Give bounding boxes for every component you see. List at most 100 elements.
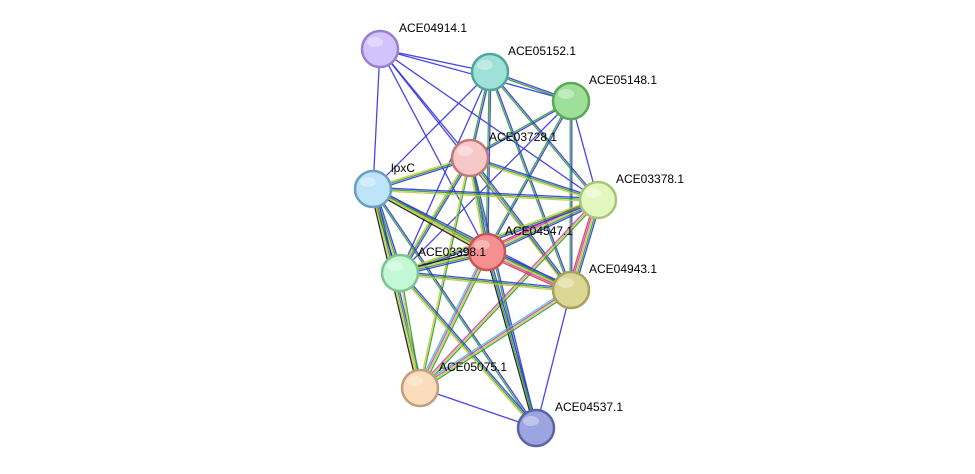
- node-highlight: [407, 376, 423, 386]
- node-circle[interactable]: [551, 270, 591, 310]
- edge-ace03728-1-ace03378-1: [469, 155, 599, 203]
- node-ace05148-1[interactable]: ACE05148.1: [551, 73, 657, 121]
- edge-line: [535, 289, 572, 429]
- edge-ace04914-1-lpxc: [372, 48, 381, 190]
- node-label: ACE05075.1: [439, 360, 507, 374]
- edge-line: [490, 71, 600, 200]
- edge-line: [470, 101, 572, 160]
- edge-ace04914-1-ace03378-1: [379, 48, 599, 201]
- edge-line: [399, 199, 599, 274]
- edge-line: [419, 288, 571, 388]
- edge-ace03378-1-ace05075-1: [418, 198, 600, 390]
- edge-ace04943-1-ace05075-1: [418, 287, 573, 391]
- node-label: ACE03398.1: [418, 245, 486, 259]
- edge-lpxc-ace03378-1: [372, 186, 599, 203]
- edge-line: [487, 101, 573, 253]
- node-circle[interactable]: [551, 81, 591, 121]
- edge-line: [470, 156, 573, 290]
- node-circle[interactable]: [467, 232, 507, 272]
- edge-line: [379, 48, 488, 253]
- edge-line: [487, 200, 599, 255]
- edge-ace03398-1-ace04537-1: [398, 271, 538, 430]
- node-circle[interactable]: [516, 408, 556, 448]
- node-ace03398-1[interactable]: ACE03398.1: [380, 245, 486, 293]
- edge-line: [400, 270, 572, 290]
- edge-line: [372, 71, 491, 190]
- node-circle[interactable]: [360, 29, 400, 69]
- edge-ace05152-1-ace03378-1: [488, 71, 600, 201]
- node-circle[interactable]: [578, 180, 618, 220]
- node-highlight: [523, 416, 539, 426]
- node-circle[interactable]: [353, 169, 393, 209]
- edge-line: [400, 158, 472, 275]
- edge-line: [400, 272, 422, 388]
- edge-ace04943-1-ace04537-1: [535, 289, 572, 429]
- edge-line: [398, 273, 420, 389]
- edge-line: [420, 291, 573, 391]
- edge-ace05075-1-ace04537-1: [419, 387, 537, 429]
- edge-line: [371, 189, 536, 429]
- edge-line: [372, 48, 381, 190]
- edge-line: [420, 290, 572, 390]
- edge-ace03728-1-ace04943-1: [468, 156, 573, 292]
- edge-ace03728-1-ace04537-1: [468, 157, 538, 429]
- edge-ace04547-1-ace05075-1: [417, 250, 490, 390]
- edge-line: [399, 272, 572, 291]
- edge-ace05148-1-ace03728-1: [469, 99, 572, 160]
- edge-line: [488, 202, 600, 256]
- edge-line: [372, 189, 598, 203]
- node-circle[interactable]: [450, 138, 490, 178]
- network-edges: [370, 48, 602, 430]
- node-highlight: [477, 60, 493, 70]
- edge-line: [400, 271, 538, 428]
- node-ace04547-1[interactable]: ACE04547.1: [467, 224, 573, 272]
- edge-line: [399, 100, 572, 274]
- edge-ace05148-1-ace04943-1: [569, 101, 573, 290]
- node-highlight: [387, 261, 403, 271]
- edge-line: [490, 71, 573, 290]
- edge-line: [488, 72, 598, 201]
- node-lpxc[interactable]: lpxC: [353, 161, 415, 209]
- node-ace03378-1[interactable]: ACE03378.1: [578, 172, 684, 220]
- edge-line: [469, 158, 598, 203]
- edge-line: [420, 252, 489, 389]
- edge-line: [399, 71, 491, 274]
- node-circle[interactable]: [380, 253, 420, 293]
- node-label: ACE04943.1: [589, 262, 657, 276]
- edge-line: [420, 200, 600, 390]
- node-ace04943-1[interactable]: ACE04943.1: [551, 262, 657, 310]
- node-highlight: [585, 188, 601, 198]
- edge-line: [371, 190, 487, 255]
- node-highlight: [558, 278, 574, 288]
- node-highlight: [558, 89, 574, 99]
- edge-line: [420, 158, 472, 389]
- edge-line: [379, 48, 599, 201]
- edge-line: [373, 186, 599, 200]
- edge-line: [419, 199, 599, 389]
- edge-ace03398-1-ace04943-1: [399, 270, 572, 293]
- edge-line: [470, 155, 599, 200]
- edge-line: [418, 198, 598, 388]
- node-highlight: [360, 177, 376, 187]
- node-ace04537-1[interactable]: ACE04537.1: [516, 400, 623, 448]
- node-ace05152-1[interactable]: ACE05152.1: [470, 44, 576, 92]
- edge-ace05148-1-ace03398-1: [399, 100, 572, 274]
- edge-line: [418, 157, 470, 388]
- edge-line: [468, 158, 536, 429]
- edge-ace04914-1-ace04547-1: [379, 48, 488, 253]
- edge-ace05152-1-lpxc: [372, 71, 491, 190]
- node-label: ACE05148.1: [589, 73, 657, 87]
- node-circle[interactable]: [400, 368, 440, 408]
- edge-line: [372, 188, 599, 201]
- node-circle[interactable]: [470, 52, 510, 92]
- edge-lpxc-ace04537-1: [371, 188, 538, 429]
- node-label: ACE03378.1: [616, 172, 684, 186]
- node-label: ACE03728.1: [489, 130, 557, 144]
- edge-line: [469, 157, 599, 201]
- edge-line: [399, 273, 571, 293]
- node-ace05075-1[interactable]: ACE05075.1: [400, 360, 507, 408]
- node-ace04914-1[interactable]: ACE04914.1: [360, 21, 467, 69]
- node-ace03728-1[interactable]: ACE03728.1: [450, 130, 557, 178]
- edge-ace05152-1-ace03398-1: [399, 71, 491, 274]
